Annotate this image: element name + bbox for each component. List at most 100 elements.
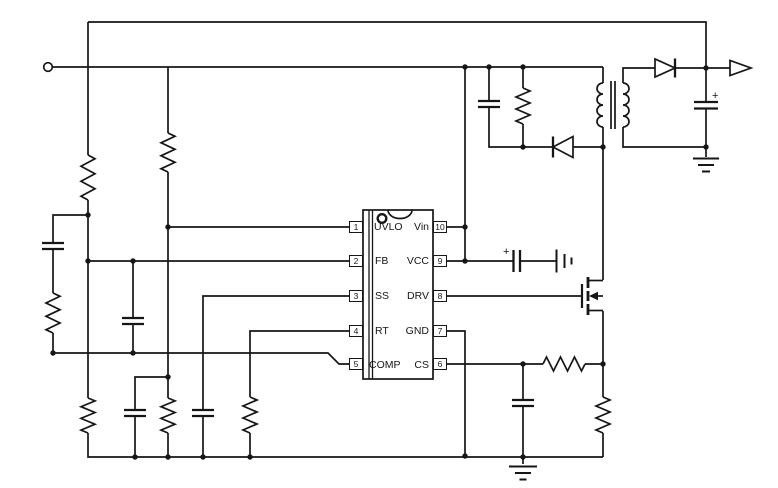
ic-pin-box-3: 3 xyxy=(349,290,363,302)
secondary-lead-wire xyxy=(622,67,706,148)
ic-pin-label-vin: Vin xyxy=(414,220,429,233)
ic-left-double-line xyxy=(368,210,374,379)
junction-dots xyxy=(50,64,709,460)
junction-dot xyxy=(247,454,253,460)
resistor-uvlo-lower xyxy=(158,397,178,434)
resistor-uvlo-upper xyxy=(158,132,178,173)
transformer-core xyxy=(610,81,616,129)
capacitor-fb-comp xyxy=(122,316,144,326)
junction-dot xyxy=(132,454,138,460)
junction-dot xyxy=(520,64,526,70)
capacitor-ss xyxy=(192,408,214,418)
pin4-rt-wire xyxy=(249,330,349,457)
resistor-rt xyxy=(240,396,260,434)
ic-pin-box-2: 2 xyxy=(349,255,363,267)
junction-dot xyxy=(520,454,526,460)
resistor-snubber xyxy=(513,87,533,125)
pin1-marker xyxy=(376,212,388,224)
input-terminal xyxy=(42,61,54,73)
output-terminal xyxy=(729,59,754,77)
ic-pin-label-gnd: GND xyxy=(405,324,429,337)
resistors xyxy=(44,87,613,434)
transformer xyxy=(596,81,630,129)
ic-pin-label-vcc: VCC xyxy=(406,254,429,267)
pin5-comp-wire xyxy=(53,352,349,365)
junction-dot xyxy=(462,224,468,230)
transformer-primary-winding xyxy=(596,82,604,128)
capacitor-output xyxy=(694,100,718,110)
junction-dot xyxy=(85,258,91,264)
fb-divider-wire xyxy=(87,22,603,458)
feedback-rail-wire xyxy=(88,21,707,68)
junction-dot xyxy=(165,224,171,230)
mosfet-body-arrow xyxy=(589,291,598,301)
resistor-comp xyxy=(44,292,62,334)
resistor-current-sense xyxy=(593,396,613,434)
junction-dot xyxy=(520,361,526,367)
diode-clamp-triangle xyxy=(551,135,574,159)
junction-dot xyxy=(130,350,136,356)
transformer-secondary-winding xyxy=(622,82,630,128)
diode-output xyxy=(654,57,678,79)
ic-pin-label-fb: FB xyxy=(375,254,389,267)
ic-pin-label-uvlo: UVLO xyxy=(374,220,403,233)
resistor-fb-lower xyxy=(78,397,98,434)
vcc-cap-plus-sign: + xyxy=(503,246,510,258)
ic-pin-box-10: 10 xyxy=(433,221,447,233)
ground-bars xyxy=(555,249,573,273)
ic-notch xyxy=(387,209,413,220)
ic-body xyxy=(362,209,434,380)
junction-dot xyxy=(462,64,468,70)
resistor-fb-upper xyxy=(79,154,97,201)
output-cap-plus-sign: + xyxy=(712,90,719,102)
uvlo-cap-wire xyxy=(134,376,168,457)
junction-dot xyxy=(165,374,171,380)
ground-symbol-secondary xyxy=(693,157,719,173)
ic-pin-label-ss: SS xyxy=(375,289,390,302)
ic-pin-box-4: 4 xyxy=(349,325,363,337)
ic-pin-box-5: 5 xyxy=(349,358,363,370)
pin7-gnd-wire xyxy=(447,330,466,456)
capacitor-uvlo xyxy=(124,408,146,418)
pin3-ss-wire xyxy=(202,295,349,457)
wires xyxy=(52,21,730,464)
output-terminal-arrow xyxy=(729,59,754,77)
junction-dot xyxy=(486,64,492,70)
resistor-cs-filter xyxy=(542,355,586,373)
capacitor-snubber xyxy=(478,99,500,109)
diode-clamp xyxy=(551,135,574,159)
n-mosfet xyxy=(580,277,603,315)
ic-pin-label-rt: RT xyxy=(375,324,389,337)
ic-pin-box-8: 8 xyxy=(433,290,447,302)
junction-dot xyxy=(462,258,468,264)
comp-rc-branch-wire xyxy=(52,214,88,353)
snubber-cap-wire xyxy=(488,67,603,148)
capacitor-cs-filter xyxy=(512,398,534,408)
ic-pin-box-7: 7 xyxy=(433,325,447,337)
junction-dot xyxy=(600,144,606,150)
ic-pin-label-cs: CS xyxy=(414,358,429,371)
junction-dot xyxy=(200,454,206,460)
capacitor-comp-series xyxy=(42,241,64,251)
ic-outline xyxy=(362,209,434,380)
ic-pin-box-9: 9 xyxy=(433,255,447,267)
capacitors xyxy=(42,99,718,418)
ground-symbol-primary xyxy=(509,465,537,481)
ground-bars xyxy=(693,157,719,173)
ic-pin-box-1: 1 xyxy=(349,221,363,233)
junction-dot xyxy=(520,144,526,150)
junction-dot xyxy=(703,65,709,71)
junction-dot xyxy=(703,144,709,150)
junction-dot xyxy=(130,258,136,264)
capacitor-vcc xyxy=(512,250,522,272)
junction-dot xyxy=(85,212,91,218)
ground-bars xyxy=(509,465,537,481)
junction-dot xyxy=(165,454,171,460)
ic-pin-box-6: 6 xyxy=(433,358,447,370)
input-terminal-circle xyxy=(42,61,54,73)
ic-pin-label-comp: COMP xyxy=(369,358,401,371)
junction-dot xyxy=(600,361,606,367)
junction-dot xyxy=(50,350,56,356)
